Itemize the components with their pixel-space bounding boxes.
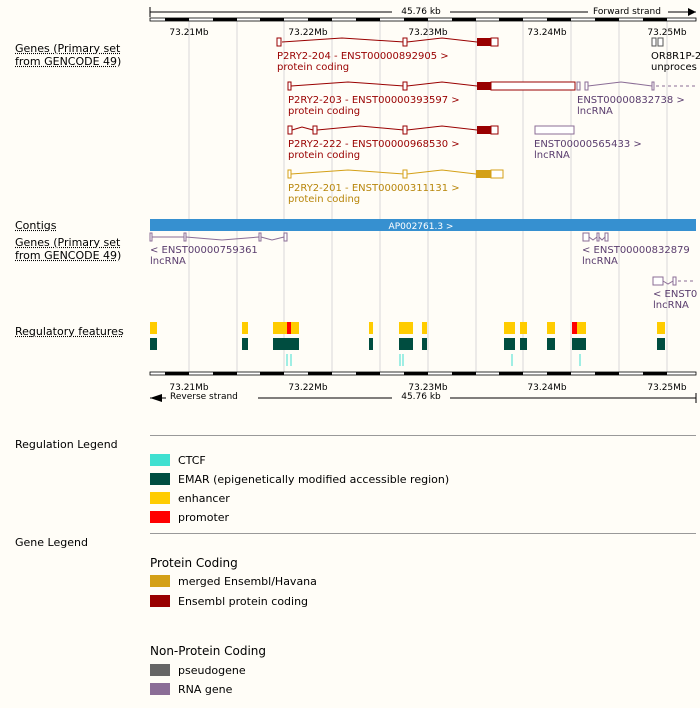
transcript-name: P2RY2-203 - ENST00000393597 > xyxy=(288,95,460,106)
track-label-genes-forward[interactable]: Genes (Primary set from GENCODE 49) xyxy=(15,42,121,68)
legend-label: enhancer xyxy=(178,492,230,505)
legend-swatch xyxy=(150,473,170,485)
transcript-name: OR8R1P-2 xyxy=(651,51,700,62)
transcript-enst00000832738[interactable]: ENST00000832738 > lncRNA xyxy=(576,81,696,117)
track-label-text: Regulatory features xyxy=(15,325,124,338)
transcript-p2ry2-222[interactable]: P2RY2-222 - ENST00000968530 > protein co… xyxy=(287,125,499,161)
legend-swatch xyxy=(150,664,170,676)
transcript-p2ry2-201[interactable]: P2RY2-201 - ENST00000311131 > protein co… xyxy=(287,169,504,205)
transcript-name: P2RY2-204 - ENST00000892905 > xyxy=(277,51,449,62)
transcript-name: < ENST00000832879 xyxy=(582,245,690,256)
transcript-biotype: lncRNA xyxy=(577,106,613,117)
track-label-text: Contigs xyxy=(15,219,57,232)
enhancer-features xyxy=(150,322,665,334)
protein-coding-heading: Protein Coding xyxy=(150,556,238,570)
ruler-span-label: 45.76 kb xyxy=(401,392,441,402)
track-label-line2: from GENCODE 49) xyxy=(15,249,122,262)
track-label-line1: Genes (Primary set xyxy=(15,236,121,249)
transcript-biotype: protein coding xyxy=(288,194,360,205)
regulation-legend-title: Regulation Legend xyxy=(15,438,118,451)
tick-label: 73.25Mb xyxy=(647,28,687,38)
transcript-biotype: protein coding xyxy=(288,106,360,117)
track-label-genes-reverse[interactable]: Genes (Primary set from GENCODE 49) xyxy=(15,236,121,262)
bottom-ruler: 73.21Mb 73.22Mb 73.23Mb 73.24Mb 73.25Mb … xyxy=(149,371,697,403)
transcript-biotype: protein coding xyxy=(288,150,360,161)
divider xyxy=(150,533,696,534)
legend-swatch xyxy=(150,683,170,695)
tick-label: 73.25Mb xyxy=(647,383,687,393)
track-label-line1: Genes (Primary set xyxy=(15,42,121,55)
regulatory-features[interactable] xyxy=(150,322,665,366)
legend-label: Ensembl protein coding xyxy=(178,595,309,608)
forward-strand-label: Forward strand xyxy=(593,7,661,17)
transcript-p2ry2-204[interactable]: P2RY2-204 - ENST00000892905 > protein co… xyxy=(276,37,499,73)
divider xyxy=(150,435,696,436)
emar-features xyxy=(150,338,665,350)
legend-swatch xyxy=(150,595,170,607)
tick-label: 73.24Mb xyxy=(527,28,567,38)
tick-label: 73.22Mb xyxy=(288,28,328,38)
tick-label: 73.24Mb xyxy=(527,383,567,393)
transcript-biotype: unproces xyxy=(651,62,697,73)
legend-swatch xyxy=(150,575,170,587)
transcript-name: < ENST00000759361 xyxy=(150,245,258,256)
transcript-name: < ENST0 xyxy=(653,289,697,300)
transcript-biotype: lncRNA xyxy=(534,150,570,161)
contig-bar[interactable]: AP002761.3 > xyxy=(150,219,696,232)
genome-browser-panel: 45.76 kb Forward strand 73.21Mb 73.22Mb … xyxy=(149,5,700,403)
transcript-enst00000565433[interactable]: ENST00000565433 > lncRNA xyxy=(534,125,642,161)
top-ruler: 45.76 kb Forward strand 73.21Mb 73.22Mb … xyxy=(149,5,697,38)
transcript-biotype: lncRNA xyxy=(653,300,689,311)
transcript-biotype: protein coding xyxy=(277,62,349,73)
tick-label: 73.22Mb xyxy=(288,383,328,393)
legend-label: promoter xyxy=(178,511,230,524)
promoter-features xyxy=(287,322,577,334)
ctcf-features xyxy=(286,354,581,366)
non-protein-coding-heading: Non-Protein Coding xyxy=(150,644,267,658)
tick-label: 73.23Mb xyxy=(408,28,448,38)
ruler-span-label: 45.76 kb xyxy=(401,7,441,17)
legend-label: CTCF xyxy=(178,454,206,467)
reverse-strand-label: Reverse strand xyxy=(170,392,238,402)
gene-legend-title: Gene Legend xyxy=(15,536,88,549)
transcript-biotype: lncRNA xyxy=(582,256,618,267)
transcript-enst0-partial[interactable]: < ENST0 lncRNA xyxy=(652,276,697,311)
contig-label: AP002761.3 > xyxy=(389,222,454,232)
tick-label: 73.21Mb xyxy=(169,383,209,393)
legend-swatch xyxy=(150,492,170,504)
transcript-name: P2RY2-222 - ENST00000968530 > xyxy=(288,139,460,150)
legend-label: RNA gene xyxy=(178,683,233,696)
transcript-enst00000759361[interactable]: < ENST00000759361 lncRNA xyxy=(149,232,288,267)
transcript-enst00000832879[interactable]: < ENST00000832879 lncRNA xyxy=(582,232,690,267)
track-label-line2: from GENCODE 49) xyxy=(15,55,122,68)
gridlines xyxy=(188,20,668,372)
legend-swatch xyxy=(150,454,170,466)
transcript-name: P2RY2-201 - ENST00000311131 > xyxy=(288,183,460,194)
legend-swatch xyxy=(150,511,170,523)
legend-label: merged Ensembl/Havana xyxy=(178,575,317,588)
legend-label: pseudogene xyxy=(178,664,246,677)
transcript-biotype: lncRNA xyxy=(150,256,186,267)
transcript-name: ENST00000832738 > xyxy=(577,95,685,106)
tick-label: 73.21Mb xyxy=(169,28,209,38)
track-label-regulatory[interactable]: Regulatory features xyxy=(15,325,124,338)
legend-label: EMAR (epigenetically modified accessible… xyxy=(178,473,450,486)
transcript-name: ENST00000565433 > xyxy=(534,139,642,150)
transcript-p2ry2-203[interactable]: P2RY2-203 - ENST00000393597 > protein co… xyxy=(287,81,576,117)
transcript-or8r1p-2[interactable]: OR8R1P-2 unproces xyxy=(651,37,700,73)
tick-label: 73.23Mb xyxy=(408,383,448,393)
track-label-contigs[interactable]: Contigs xyxy=(15,219,56,232)
